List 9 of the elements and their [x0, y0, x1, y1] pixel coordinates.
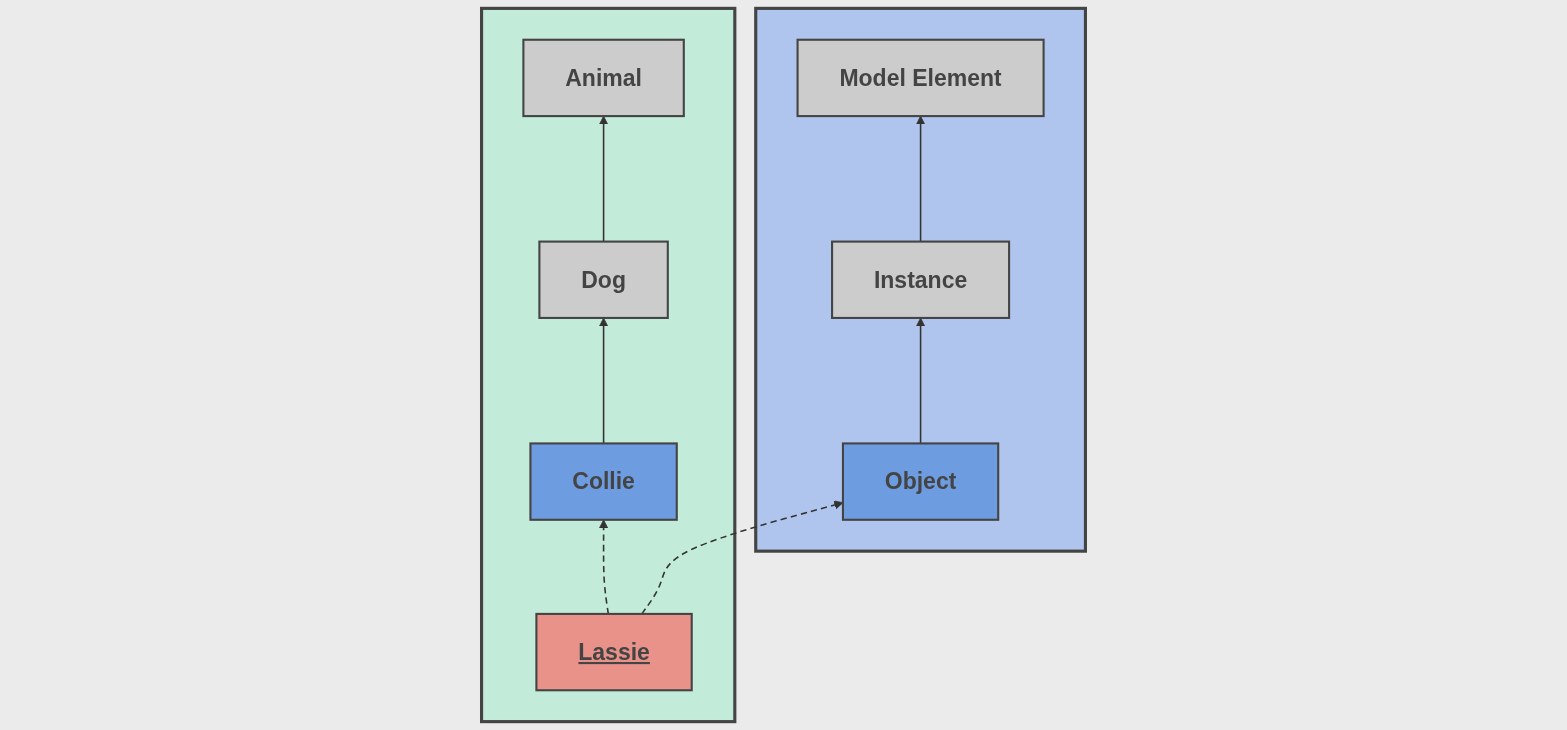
cluster: [480, 6, 737, 724]
node-box: Animal: [522, 38, 685, 118]
node-box: Object: [841, 442, 1000, 521]
node-box: Instance: [831, 240, 1011, 319]
node-box: Lassie: [535, 612, 693, 692]
node-box: Model Element: [796, 38, 1045, 118]
cluster: [754, 6, 1087, 553]
node-box: Collie: [529, 442, 678, 521]
node-box: Dog: [538, 240, 669, 319]
